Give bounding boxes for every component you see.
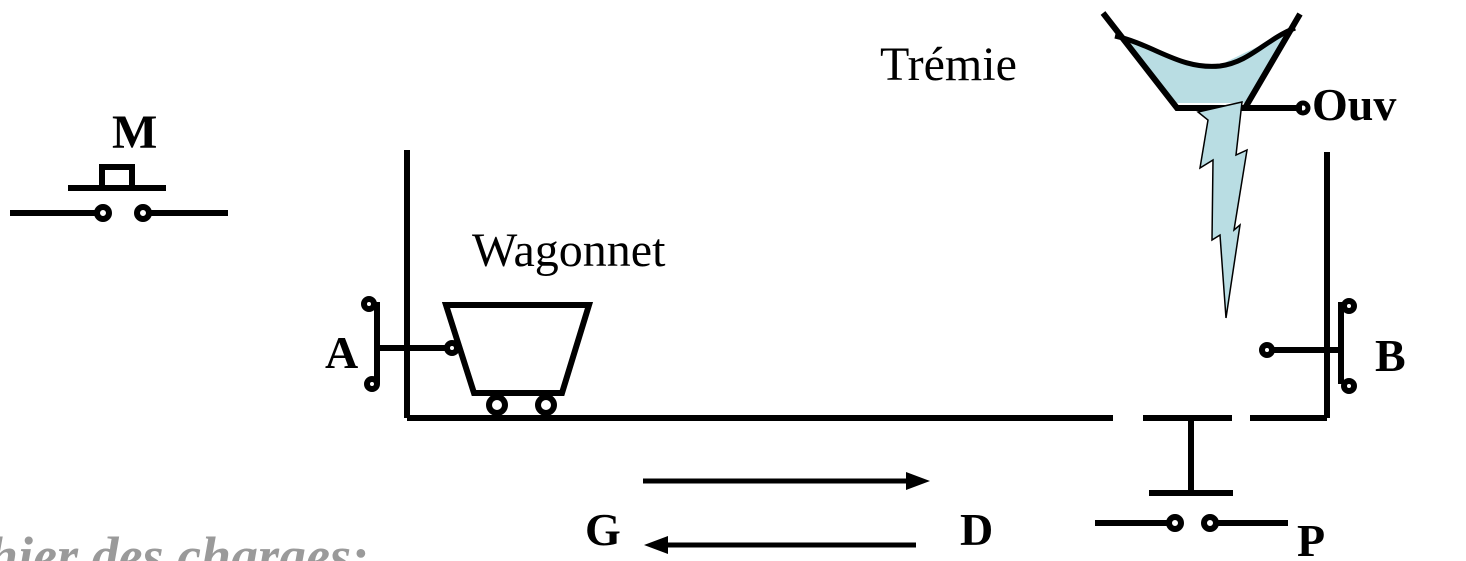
track [404,150,1330,421]
label-g: G [585,504,621,555]
label-ouv: Ouv [1312,79,1396,130]
label-b: B [1375,330,1406,381]
label-a: A [325,327,358,378]
limit-switch-a[interactable] [361,296,460,392]
valve-ouv[interactable] [1295,100,1311,116]
push-button-m[interactable] [10,164,228,222]
label-d: D [960,504,993,555]
wagonnet [441,302,594,416]
label-p: P [1297,515,1325,561]
tremie-hopper [1100,11,1303,111]
arrow-left [644,536,916,554]
footer-text: hier des charges: [0,526,369,561]
arrow-right [643,472,930,490]
weight-sensor-p[interactable] [1095,420,1288,532]
limit-switch-b[interactable] [1259,298,1357,394]
falling-material [1196,101,1248,319]
label-m: M [112,106,157,159]
label-tremie: Trémie [880,38,1017,91]
label-wagonnet: Wagonnet [472,224,666,277]
